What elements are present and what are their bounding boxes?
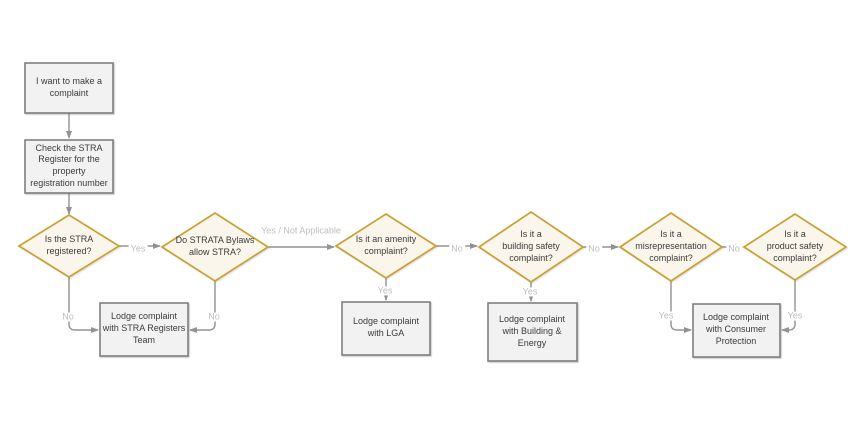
misrep-decision-label: Is it a misrepresentation complaint? — [635, 229, 707, 263]
edge-label-bylaws-no: No — [206, 311, 222, 322]
start-node-label: I want to make a complaint — [35, 76, 103, 98]
edge-label-misrep-no: No — [726, 243, 742, 254]
edge-label-bylaws-yes: Yes / Not Applicable — [261, 225, 341, 236]
edge-registered-no — [68, 277, 99, 333]
edge-label-building-no: No — [586, 243, 602, 254]
amenity-decision-label: Is it an amenity complaint? — [355, 234, 417, 256]
edge-label-amenity-no: No — [449, 243, 465, 254]
edge-misrep-yes — [670, 281, 692, 333]
lodge-lga-node-label: Lodge complaint with LGA — [352, 316, 420, 338]
amenity-diamond-shape — [334, 212, 438, 280]
edge-label-misrep-yes: Yes — [656, 310, 676, 321]
edge-product-yes — [781, 280, 796, 333]
edge-bylaws-no — [189, 281, 216, 333]
lodge-consumer-box-shape — [692, 303, 781, 358]
edge-label-building-yes: Yes — [520, 286, 540, 297]
bylaws-decision-label: Do STRATA Bylaws allow STRA? — [175, 235, 255, 257]
registered-decision-label: Is the STRA registered? — [44, 234, 94, 256]
building-decision-label: Is it a building safety complaint? — [502, 229, 560, 263]
edge-label-amenity-yes: Yes — [375, 285, 395, 296]
edge-label-product-yes: Yes — [785, 310, 805, 321]
product-decision-label: Is it a product safety complaint? — [766, 229, 824, 263]
lodge-consumer-node-label: Lodge complaint with Consumer Protection — [702, 312, 770, 346]
connectors — [66, 113, 796, 333]
misrep-diamond-shape — [618, 211, 724, 283]
check-register-node-label: Check the STRA Register for the property… — [30, 142, 108, 188]
lodge-lga-box-shape — [341, 301, 431, 356]
lodge-stra-box-shape — [99, 302, 189, 357]
edge-label-registered-no: No — [60, 311, 76, 322]
node-shapes — [17, 62, 848, 362]
lodge-building-node-label: Lodge complaint with Building & Energy — [498, 314, 566, 348]
bylaws-diamond-shape — [160, 211, 270, 283]
lodge-building-box-shape — [487, 302, 578, 362]
building-diamond-shape — [477, 210, 585, 284]
start-box-shape — [24, 62, 114, 114]
lodge-stra-node-label: Lodge complaint with STRA Registers Team — [102, 311, 186, 345]
check-register-box-shape — [24, 139, 114, 194]
product-diamond-shape — [742, 212, 848, 282]
edge-label-registered-yes: Yes — [128, 243, 148, 254]
registered-diamond-shape — [17, 213, 121, 279]
